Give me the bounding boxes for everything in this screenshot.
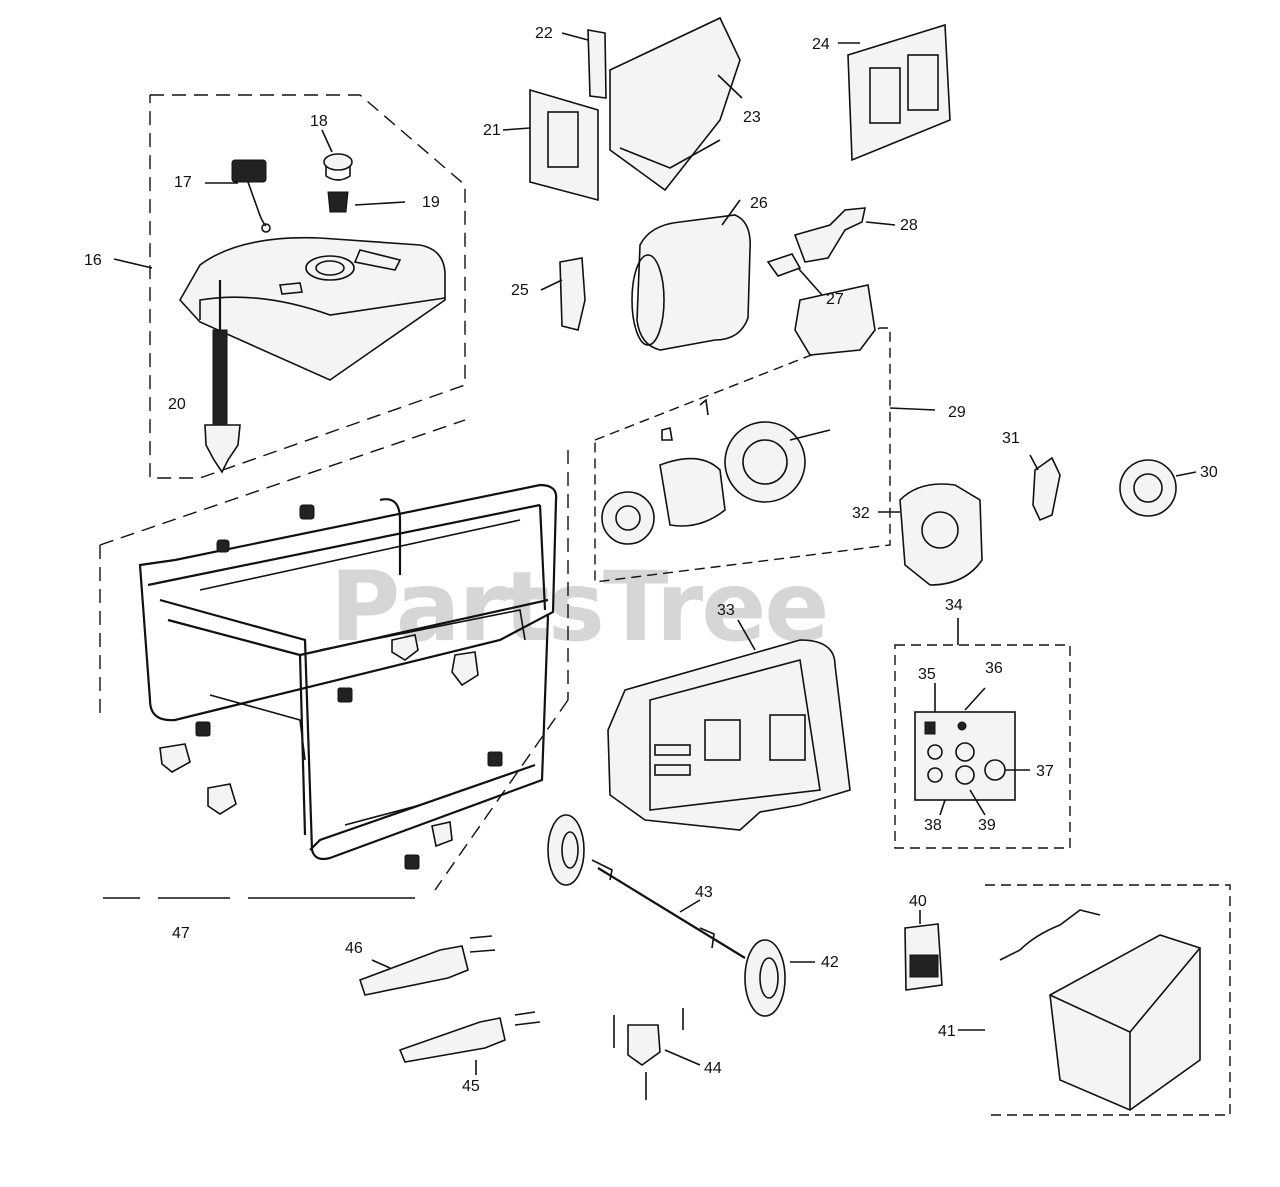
muffler-group <box>559 207 867 351</box>
wheel-upper <box>547 814 585 886</box>
callout-41: 41 <box>938 1023 956 1040</box>
handle-46 <box>358 945 469 996</box>
breaker-36 <box>957 721 967 731</box>
outlet-38 <box>927 767 943 783</box>
fuel-gauge <box>231 159 267 183</box>
end-bell-32 <box>899 483 983 586</box>
stator <box>794 284 876 356</box>
callout-16: 16 <box>84 252 102 269</box>
callout-46: 46 <box>345 940 363 957</box>
rotor <box>724 421 806 503</box>
fuel-valve <box>204 424 241 474</box>
callout-23: 23 <box>743 109 761 126</box>
battery-41 <box>1049 934 1201 1111</box>
callout-33: 33 <box>717 602 735 619</box>
callout-35: 35 <box>918 666 936 683</box>
callout-39: 39 <box>978 817 996 834</box>
muffler-26 <box>636 214 752 351</box>
control-housing-33 <box>607 639 851 831</box>
control-housing-group <box>607 639 851 831</box>
switch-35 <box>924 721 936 735</box>
callout-20: 20 <box>168 396 186 413</box>
gasket-27 <box>766 253 802 277</box>
callout-19: 19 <box>422 194 440 211</box>
foot-44 <box>627 1024 661 1066</box>
wheel-42 <box>744 939 786 1017</box>
side-panel-21 <box>529 88 599 202</box>
callout-25: 25 <box>511 282 529 299</box>
callout-37: 37 <box>1036 763 1054 780</box>
flywheel <box>601 491 655 545</box>
callout-22: 22 <box>535 25 553 42</box>
shroud-23 <box>609 16 741 192</box>
cover-24 <box>847 23 951 162</box>
callout-26: 26 <box>750 195 768 212</box>
bracket-25 <box>559 257 586 331</box>
callout-36: 36 <box>985 660 1003 677</box>
callout-43: 43 <box>695 884 713 901</box>
callout-45: 45 <box>462 1078 480 1095</box>
panel-group <box>894 618 1071 849</box>
battery-group <box>985 884 1231 1116</box>
callout-labels: 16 17 18 19 20 21 22 23 24 25 26 27 28 2… <box>84 25 1218 1095</box>
callout-47: 47 <box>172 925 190 942</box>
panels-group <box>529 16 951 202</box>
exhaust-pipe-28 <box>793 207 867 263</box>
callout-32: 32 <box>852 505 870 522</box>
callout-34: 34 <box>945 597 963 614</box>
callout-21: 21 <box>483 122 501 139</box>
outlet-39 <box>955 765 975 785</box>
callout-17: 17 <box>174 174 192 191</box>
leader-lines <box>113 32 1197 1075</box>
callout-24: 24 <box>812 36 830 53</box>
engine-group <box>594 284 891 583</box>
frame-group <box>99 419 569 899</box>
callout-29: 29 <box>948 404 966 421</box>
callout-28: 28 <box>900 217 918 234</box>
callout-40: 40 <box>909 893 927 910</box>
part-31 <box>1032 456 1061 522</box>
callout-18: 18 <box>310 113 328 130</box>
handle-45 <box>398 1017 506 1063</box>
callout-27: 27 <box>826 291 844 308</box>
callout-42: 42 <box>821 954 839 971</box>
callout-30: 30 <box>1200 464 1218 481</box>
wheel-30 <box>1119 459 1177 517</box>
fuel-strainer <box>327 191 349 213</box>
fuel-tank-group <box>149 94 466 479</box>
fuel-cap <box>323 153 353 171</box>
callout-38: 38 <box>924 817 942 834</box>
callout-44: 44 <box>704 1060 722 1077</box>
bracket-22 <box>587 29 607 99</box>
callout-31: 31 <box>1002 430 1020 447</box>
axle-43 <box>597 867 746 959</box>
